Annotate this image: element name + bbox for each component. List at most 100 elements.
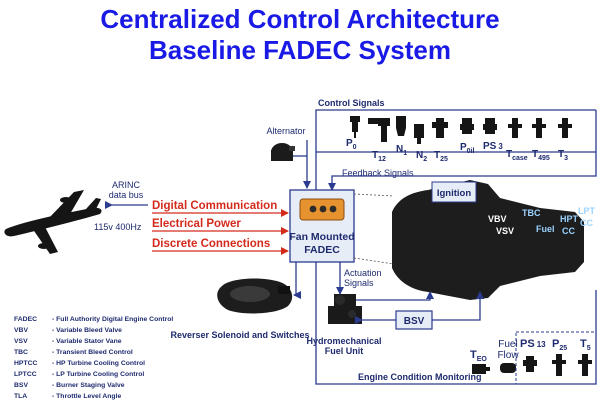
engine-vsv-label: VSV	[496, 226, 514, 236]
svg-text:- Transient Bleed Control: - Transient Bleed Control	[52, 349, 133, 356]
sensor-label: P25	[552, 338, 567, 352]
link-discrete: Discrete Connections	[152, 238, 289, 255]
svg-text:LPTCC: LPTCC	[14, 371, 37, 378]
hmu-line-1: Hydromechanical	[306, 336, 381, 346]
alternator-label: Alternator	[266, 126, 305, 136]
sensor-n2-icon: N2	[414, 124, 427, 163]
svg-text:- Throttle Level Angle: - Throttle Level Angle	[52, 393, 121, 400]
feedback-signals-line	[328, 110, 597, 191]
fuel-flow-line-2: Flow	[497, 350, 519, 361]
engine-hpt-label: HPT	[560, 214, 579, 224]
control-signals-bus	[315, 109, 596, 190]
fadec-engine-dotted-link	[353, 193, 395, 265]
engine-vbv-label: VBV	[488, 214, 507, 224]
sensor-poil-icon: P0il	[460, 118, 475, 155]
sensor-label: N1	[396, 144, 407, 157]
glossary-row: VSV- Variable Stator Vane	[14, 338, 122, 345]
hmu-line-2: Fuel Unit	[325, 346, 364, 356]
sensor-teo-icon: TEO	[470, 349, 490, 374]
ecm-label: Engine Condition Monitoring	[358, 372, 481, 382]
control-signals-label: Control Signals	[318, 98, 385, 108]
arinc-line-2: data bus	[109, 190, 144, 200]
svg-text:- Variable Bleed Valve: - Variable Bleed Valve	[52, 327, 122, 334]
actuation-line-1: Actuation	[344, 268, 382, 278]
arinc-line-1: ARINC	[112, 180, 141, 190]
sensor-tcase-icon: Tcase	[506, 118, 528, 162]
sensor-n1-icon: N1	[396, 116, 407, 157]
sensor-label: N2	[416, 150, 427, 163]
sensor-label: TEO	[470, 349, 487, 363]
sensor-fuel-flow-icon: Fuel Flow	[497, 339, 519, 373]
glossary-row: FADEC - Full Authority Digital Engine Con…	[14, 316, 173, 323]
sensor-label: Tcase	[506, 149, 528, 162]
diagram-title: Centralized Control Architecture Baselin…	[0, 4, 600, 66]
engine-fuel-label: Fuel	[536, 224, 555, 234]
svg-text:HPTCC: HPTCC	[14, 360, 38, 367]
fadec-line-2: FADEC	[304, 244, 340, 256]
glossary-row: TLA - Throttle Level Angle	[14, 393, 121, 400]
sensor-p0-icon: P0	[346, 116, 360, 151]
arinc-label: ARINC data bus	[109, 180, 144, 200]
sensor-t3-icon: T3	[558, 118, 572, 162]
bsv-to-engine-arrow	[432, 291, 484, 321]
glossary-row: TBC- Transient Bleed Control	[14, 349, 133, 356]
sensor-label: T3	[558, 149, 568, 162]
sensor-t25-icon: T25	[432, 118, 448, 163]
sensor-label: P0	[346, 138, 357, 151]
link-digital: Digital Communication	[152, 200, 289, 217]
glossary-row: HPTCC - HP Turbine Cooling Control	[14, 360, 145, 367]
glossary-row: LPTCC - LP Turbine Cooling Control	[14, 371, 144, 378]
feedback-signals-label: Feedback Signals	[342, 168, 414, 178]
glossary-row: BSV - Burner Staging Valve	[14, 382, 125, 389]
actuation-to-engine-arrow	[354, 291, 434, 301]
hmu-icon	[328, 294, 362, 324]
sensor-t12-icon: T12	[368, 118, 390, 163]
engine-cc-label: CC	[562, 226, 575, 236]
bsv-label: BSV	[404, 316, 425, 327]
temperature-pressure-group	[515, 331, 597, 385]
fuel-flow-line-1: Fuel	[498, 339, 517, 350]
link-power-label: Electrical Power	[152, 218, 241, 230]
svg-text:- Burner Staging Valve: - Burner Staging Valve	[52, 382, 125, 389]
sensor-label: T12	[372, 150, 386, 163]
ignition-box	[431, 181, 477, 203]
svg-text:- Full Authority Digital Engin: - Full Authority Digital Engine Control	[52, 316, 173, 323]
sensor-label: T25	[434, 150, 448, 163]
glossary-row: VBV - Variable Bleed Valve	[14, 327, 122, 334]
sensor-label: T5	[580, 338, 591, 352]
engine-cc2-label: CC	[580, 218, 593, 228]
engine-tbc-label: TBC	[522, 208, 541, 218]
sensor-t495-icon: T495	[532, 118, 550, 162]
sensor-p25-icon: P25	[552, 338, 567, 376]
fadec-line-1: Fan Mounted	[289, 231, 354, 243]
engine-lpt-label: LPT	[578, 206, 596, 216]
link-power: Electrical Power	[152, 218, 289, 235]
svg-text:BSV: BSV	[14, 382, 28, 389]
sensor-label: P0il	[460, 142, 475, 155]
link-discrete-label: Discrete Connections	[152, 238, 270, 250]
power-spec-label: 115v 400Hz	[94, 222, 142, 232]
svg-text:FADEC: FADEC	[14, 316, 37, 323]
engine-illustration: Ignition VBV VSV TBC Fuel HPT CC LPT CC	[392, 180, 596, 300]
svg-text:VBV: VBV	[14, 327, 28, 334]
top-sensor-row: P0 T12 N1 N2 T25 P0il	[346, 116, 572, 163]
svg-text:- HP Turbine Cooling Control: - HP Turbine Cooling Control	[52, 360, 145, 367]
reverser-label: Reverser Solenoid and Switches	[170, 330, 309, 340]
actuation-line-2: Signals	[344, 278, 374, 288]
fadec-unit: Fan Mounted FADEC	[289, 189, 355, 263]
reverser-icon	[217, 278, 293, 314]
glossary: FADEC - Full Authority Digital Engine Con…	[14, 316, 173, 400]
title-line-2: Baseline FADEC System	[148, 35, 451, 65]
sensor-label: T495	[532, 149, 550, 162]
sensor-t5-icon: T5	[578, 338, 592, 376]
svg-text:- LP Turbine Cooling Control: - LP Turbine Cooling Control	[52, 371, 144, 378]
link-digital-label: Digital Communication	[152, 200, 277, 212]
engine-ignition-label: Ignition	[437, 188, 471, 199]
svg-text:TLA: TLA	[14, 393, 27, 400]
